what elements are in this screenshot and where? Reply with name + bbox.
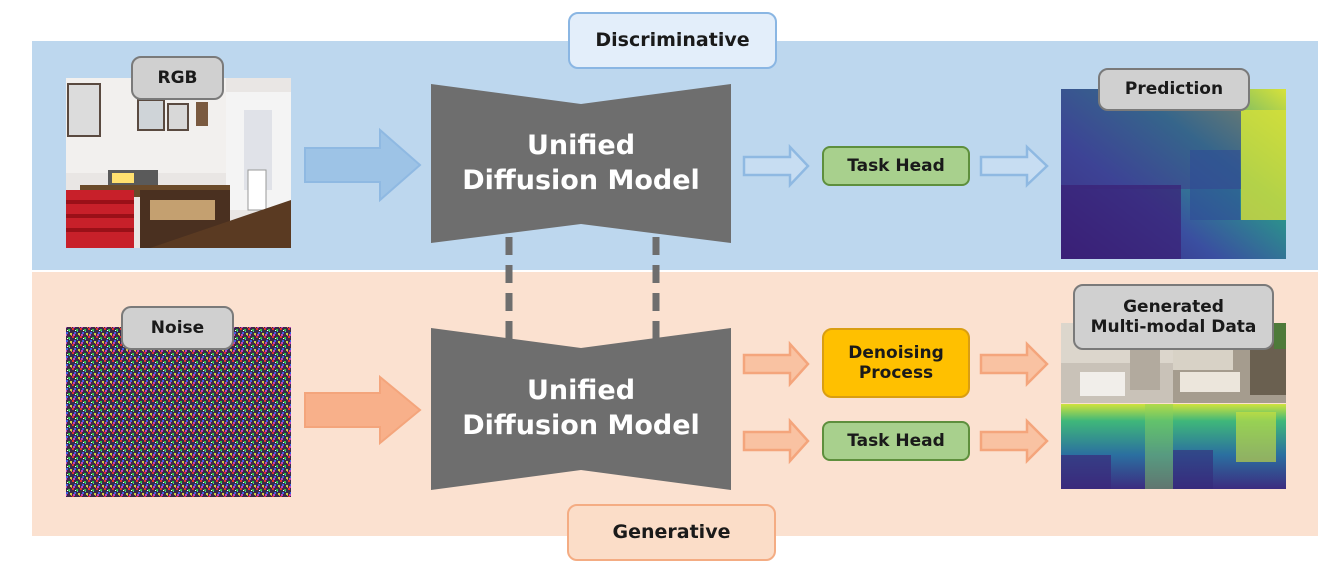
generative-label: Generative [567, 504, 776, 561]
prediction-depth-image [1061, 89, 1286, 259]
generative-model-title: Unified Diffusion Model [431, 373, 731, 443]
prediction-label: Prediction [1098, 68, 1250, 111]
denoising-line2: Process [858, 363, 934, 383]
generated-data-label-line1: Generated [1123, 296, 1224, 317]
denoising-to-output-arrow [979, 340, 1049, 388]
denoising-process-box: Denoising Process [822, 328, 970, 398]
discriminative-model-title: Unified Diffusion Model [431, 128, 731, 198]
noise-image [66, 327, 291, 497]
discriminative-model-line1: Unified [526, 130, 636, 161]
model-to-taskhead-bottom-arrow [742, 417, 810, 465]
rgb-label: RGB [131, 56, 224, 100]
generative-model-line1: Unified [526, 375, 636, 406]
task-head-generative: Task Head [822, 421, 970, 461]
discriminative-model-line2: Diffusion Model [462, 165, 700, 196]
generated-data-label-line2: Multi-modal Data [1090, 317, 1257, 337]
noise-label: Noise [121, 306, 234, 350]
taskhead-to-prediction-arrow [979, 144, 1049, 188]
discriminative-label: Discriminative [568, 12, 777, 69]
denoising-line1: Denoising [848, 342, 944, 363]
noise-to-model-arrow [304, 374, 422, 446]
taskhead-bottom-to-output-arrow [979, 417, 1049, 465]
task-head-discriminative: Task Head [822, 146, 970, 186]
generative-model-line2: Diffusion Model [462, 410, 700, 441]
discriminative-model-shape [431, 84, 731, 243]
generated-data-label: Generated Multi-modal Data [1073, 284, 1274, 350]
model-to-denoising-arrow [742, 340, 810, 388]
rgb-to-model-arrow [304, 127, 422, 203]
rgb-image [66, 78, 291, 248]
generative-model-shape [431, 328, 731, 490]
model-to-taskhead-arrow [742, 143, 810, 189]
